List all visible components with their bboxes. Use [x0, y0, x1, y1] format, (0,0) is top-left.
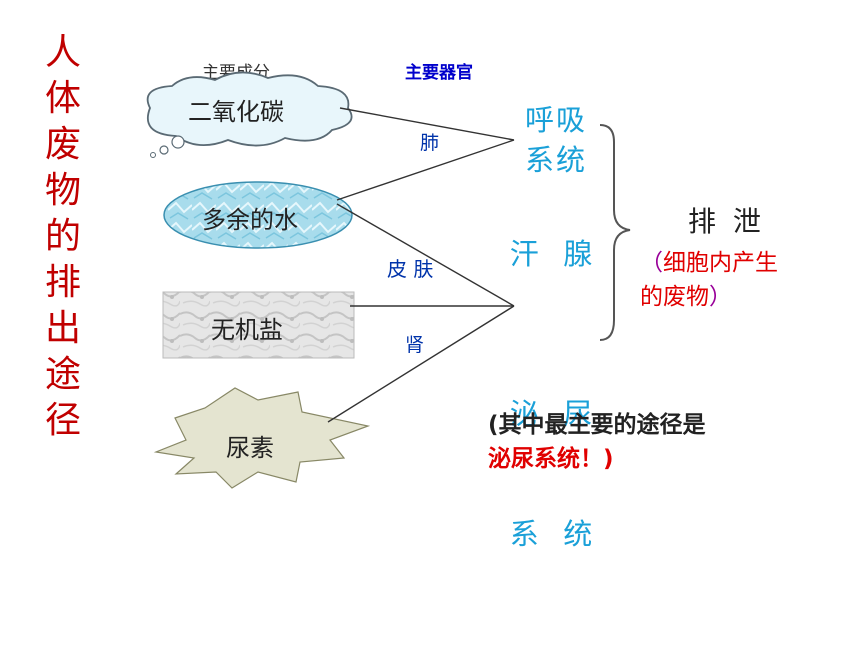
organ-lung-label: 肺	[420, 132, 440, 154]
title-char: 排	[44, 262, 81, 303]
urea-starburst	[153, 387, 371, 489]
water-ellipse	[163, 181, 353, 249]
title-char: 废	[44, 124, 81, 165]
title-char: 径	[44, 400, 81, 441]
curly-brace	[599, 124, 631, 341]
excretion-note-open-paren: （	[640, 250, 663, 276]
title-char: 的	[44, 216, 81, 257]
organ-skin-label: 皮 肤	[387, 257, 434, 281]
component-salt-label: 无机盐	[211, 316, 283, 344]
organ-kidney-label: 肾	[405, 334, 425, 356]
component-co2-label: 二氧化碳	[188, 98, 284, 126]
title-char: 途	[44, 354, 81, 395]
component-urea-label: 尿素	[226, 434, 274, 462]
component-water-label: 多余的水	[202, 206, 298, 234]
cloud-shape	[146, 71, 353, 158]
excretion-label: 排 泄	[688, 205, 765, 238]
excretion-note-text: 细胞内产生的废物	[640, 250, 778, 310]
header-main-organs: 主要器官	[405, 63, 473, 83]
main-pathway-note: (其中最主要的途径是 泌尿系统！)	[488, 408, 788, 476]
system-respiratory-line1: 呼吸	[524, 103, 587, 137]
system-urinary-line2: 系 统	[509, 517, 595, 551]
main-pathway-note-line2: 泌尿系统！)	[488, 446, 614, 472]
title-char: 体	[44, 78, 81, 119]
vertical-title: 人体废物的排出途径	[38, 30, 88, 444]
main-pathway-note-line1: (其中最主要的途径是	[488, 412, 706, 438]
title-char: 出	[44, 308, 81, 349]
excretion-note: （细胞内产生的废物）	[640, 246, 790, 314]
salt-rectangle	[162, 291, 355, 359]
system-urinary-line1: 泌 尿	[509, 397, 595, 431]
excretion-note-close-paren: ）	[709, 284, 732, 310]
title-char: 人	[44, 32, 81, 73]
connector-lines	[327, 107, 515, 423]
system-sweat-gland: 汗 腺	[509, 237, 595, 271]
title-char: 物	[44, 170, 81, 211]
system-respiratory: 呼吸 系统	[520, 100, 592, 180]
system-respiratory-line2: 系统	[524, 143, 587, 177]
system-urinary: 泌 尿 系 统	[506, 314, 598, 594]
